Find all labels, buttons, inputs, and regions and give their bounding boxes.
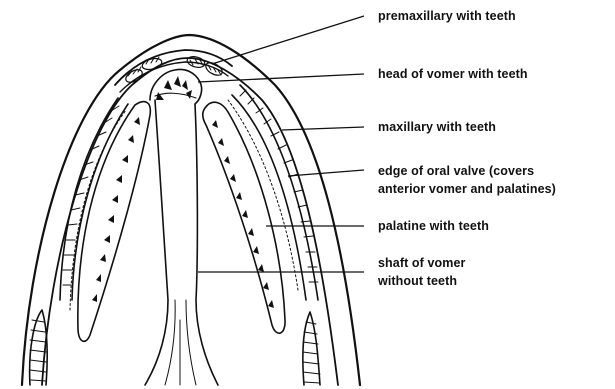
vomer-shaft: [145, 100, 218, 385]
left-palatine: [78, 102, 151, 342]
label-premaxillary: premaxillary with teeth: [378, 8, 516, 24]
right-lower-bone: [303, 312, 320, 385]
leader-maxillary: [282, 127, 364, 130]
label-vomer-head: head of vomer with teeth: [378, 66, 528, 82]
label-palatine: palatine with teeth: [378, 218, 489, 234]
leader-premaxillary: [212, 16, 364, 64]
leader-vomer-head: [198, 74, 364, 82]
label-oral-valve-line2: anterior vomer and palatines): [378, 181, 556, 197]
label-oral-valve-line1: edge of oral valve (covers: [378, 163, 534, 179]
label-maxillary: maxillary with teeth: [378, 119, 496, 135]
label-shaft-line1: shaft of vomer: [378, 255, 466, 271]
right-palatine: [203, 102, 285, 333]
vomer-head: [150, 70, 202, 105]
leader-oral-valve: [288, 170, 364, 176]
label-shaft-line2: without teeth: [378, 273, 457, 289]
